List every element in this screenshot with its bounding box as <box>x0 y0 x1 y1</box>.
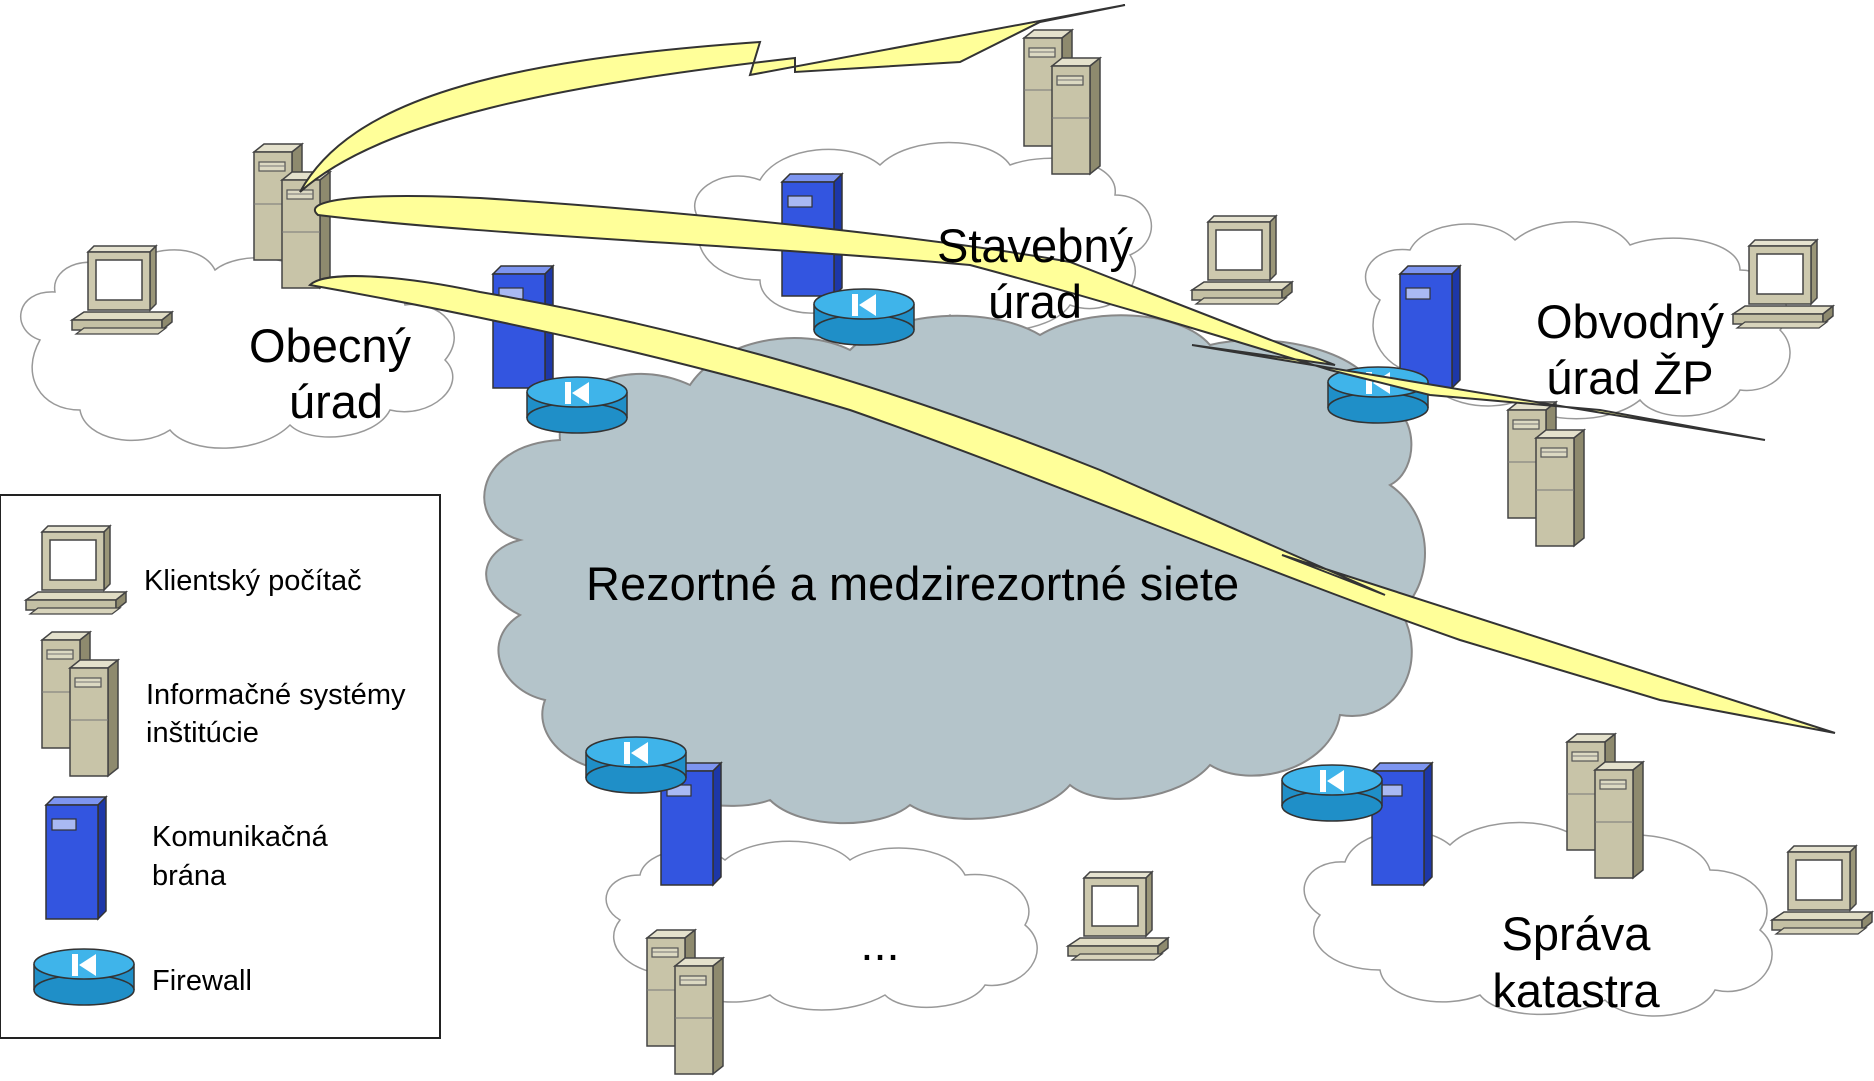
obvodny-urad-label-line1: Obvodný <box>1536 295 1725 348</box>
legend-gateway-label-line1: Komunikačná <box>152 821 329 853</box>
communication-gateway-icon <box>45 796 107 920</box>
link-bolt-to-obvodny <box>313 195 1766 441</box>
firewall-icon <box>813 288 915 346</box>
cloud-obvodny-urad <box>1364 221 1791 420</box>
sprava-katastra-label-line2: katastra <box>1492 964 1660 1017</box>
obecny-urad-label-line2: úrad <box>289 375 383 428</box>
legend-firewall-label: Firewall <box>152 965 252 997</box>
sprava-katastra-label-line1: Správa <box>1502 907 1652 960</box>
core-network-label: Rezortné a medzirezortné siete <box>586 557 1239 610</box>
legend: Klientský počítač Informačné systémy inš… <box>0 494 441 1039</box>
firewall-icon <box>1281 764 1383 822</box>
stavebny-urad-label-line2: úrad <box>988 275 1082 328</box>
stavebny-urad-label-line1: Stavebný <box>937 219 1133 272</box>
firewall-icon <box>526 376 628 434</box>
firewall-icon <box>33 948 135 1006</box>
information-system-server-icon <box>1024 30 1100 174</box>
obvodny-urad-label-line2: úrad ŽP <box>1546 351 1713 404</box>
obecny-urad-label-line1: Obecný <box>249 319 411 372</box>
other-node-label: ... <box>860 917 899 970</box>
information-system-server-icon <box>1508 402 1584 546</box>
legend-infosys-label-line1: Informačné systémy <box>146 679 406 711</box>
legend-infosys-label-line2: inštitúcie <box>146 717 259 749</box>
client-computer-icon <box>1191 215 1293 305</box>
legend-gateway-label-line2: brána <box>152 860 227 892</box>
legend-client-label: Klientský počítač <box>144 565 362 597</box>
link-bolt-to-sprava <box>307 275 1836 734</box>
client-computer-icon <box>1067 871 1169 961</box>
link-bolt-to-top <box>299 4 1126 193</box>
firewall-icon <box>585 736 687 794</box>
client-computer-icon <box>1771 845 1873 935</box>
